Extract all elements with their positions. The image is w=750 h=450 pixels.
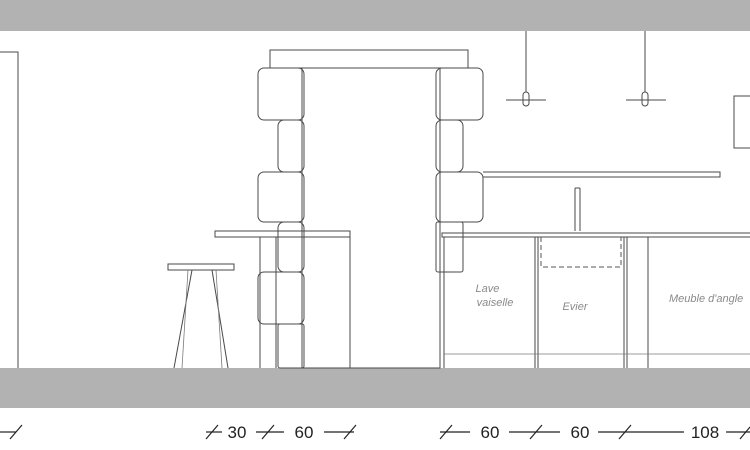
pendant-lamp-left xyxy=(506,31,546,107)
left-door-frame xyxy=(0,51,19,368)
central-column xyxy=(257,49,484,369)
dimension-value: 108 xyxy=(691,423,719,442)
dimension-value: 60 xyxy=(481,423,500,442)
dimension-group-left: 30 60 xyxy=(205,423,357,442)
pendant-lamp-right xyxy=(626,31,666,107)
dimension-value: 30 xyxy=(228,423,247,442)
wall-shelf xyxy=(483,171,721,178)
dishwasher-label: Lave vaiselle xyxy=(476,283,514,309)
sink-basin xyxy=(540,237,622,268)
dimension-group-right: 60 60 108 xyxy=(439,423,750,442)
bar-counter xyxy=(214,230,351,368)
wall-cabinet xyxy=(733,95,750,149)
bar-stool xyxy=(167,263,235,369)
ceiling-band xyxy=(0,0,750,31)
dimension-value: 60 xyxy=(295,423,314,442)
dimension-value: 60 xyxy=(571,423,590,442)
base-cabinets xyxy=(441,232,750,368)
dimension-left-edge xyxy=(0,424,23,440)
sink-label: Evier xyxy=(562,301,588,313)
floor-band xyxy=(0,368,750,408)
faucet xyxy=(574,187,581,231)
corner-cabinet-label: Meuble d'angle xyxy=(669,293,743,305)
